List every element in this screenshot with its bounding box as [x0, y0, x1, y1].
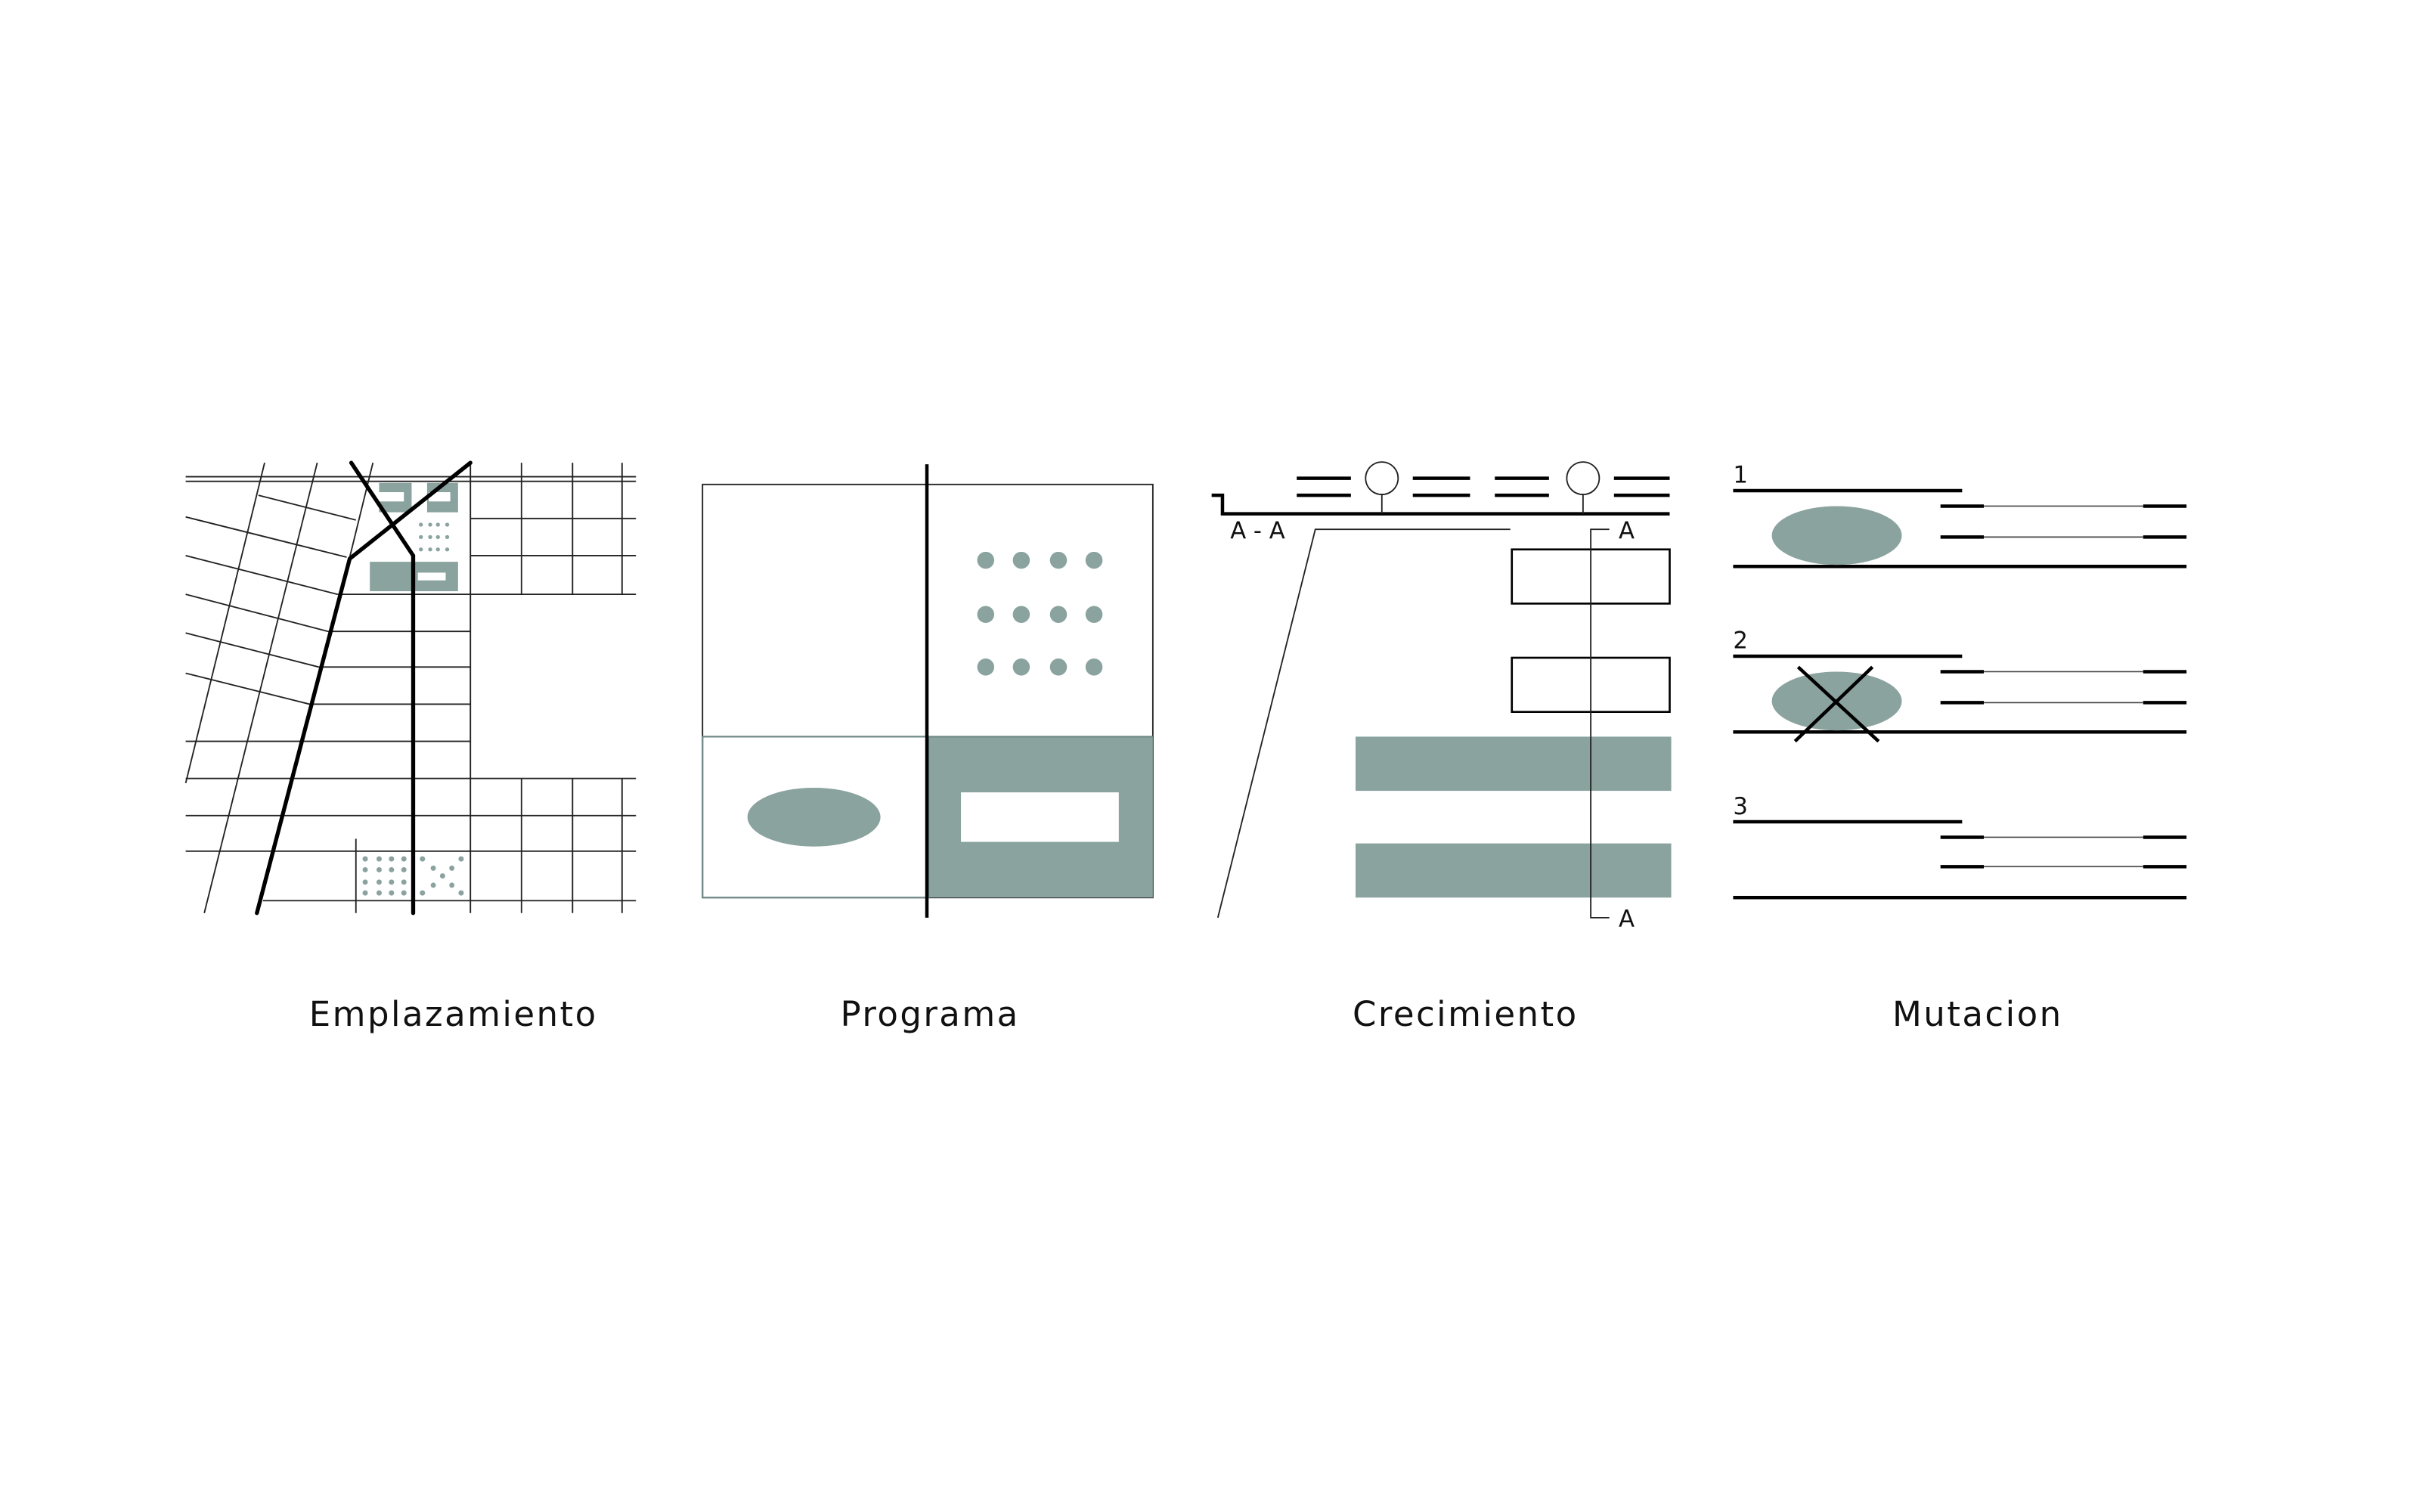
dot: [376, 879, 382, 885]
dot-grid: [977, 551, 1103, 676]
trees: [1365, 461, 1601, 514]
dot: [977, 658, 995, 676]
step-number: 2: [1733, 628, 1748, 655]
mutacion-diagram: 1 2 3 Mutacion: [1733, 463, 2187, 1034]
cross-out-icon: [1793, 665, 1880, 743]
emplazamiento-diagram: Emplazamiento: [184, 460, 637, 1034]
label-emplazamiento: Emplazamiento: [309, 994, 598, 1034]
dot: [401, 890, 407, 896]
dot: [1049, 606, 1068, 623]
dot: [419, 547, 423, 552]
dot: [1049, 658, 1068, 676]
dot: [445, 534, 450, 540]
mutation-step: [1733, 488, 2187, 569]
dot: [1049, 551, 1068, 569]
dot: [458, 890, 464, 896]
dot: [435, 522, 440, 527]
dot: [401, 879, 407, 885]
dot: [458, 856, 464, 862]
dot-pattern-bottom: [362, 856, 464, 896]
dot: [1085, 658, 1103, 676]
dot: [430, 865, 436, 871]
dot: [389, 866, 395, 872]
dot: [439, 873, 445, 879]
dot: [419, 534, 423, 540]
dot: [420, 890, 426, 896]
mutation-step: [1733, 654, 2187, 734]
program-ellipse: [1771, 506, 1902, 565]
label-mutacion: Mutacion: [1892, 994, 2063, 1034]
dot: [401, 856, 407, 862]
step-number: 1: [1733, 463, 1748, 489]
main-roads: [255, 460, 473, 916]
section-mark-bottom: A: [1619, 906, 1635, 933]
dot: [362, 866, 368, 872]
label-crecimiento: Crecimiento: [1353, 994, 1579, 1034]
dot: [389, 890, 395, 896]
dot: [1012, 658, 1030, 676]
road-dashes: [1297, 476, 1670, 497]
dot: [1012, 606, 1030, 623]
mutation-step: [1733, 820, 2187, 900]
dot-pattern-top: [419, 522, 450, 552]
dot: [428, 547, 432, 552]
dot: [449, 865, 455, 871]
dot: [376, 866, 382, 872]
programa-diagram: Programa: [702, 464, 1154, 1034]
dot: [362, 856, 368, 862]
dot: [428, 534, 432, 540]
dot: [435, 547, 440, 552]
dot: [445, 547, 450, 552]
section-mark-top: A: [1619, 518, 1635, 544]
dot: [1012, 551, 1030, 569]
step-number: 3: [1733, 794, 1748, 820]
dot: [401, 866, 407, 872]
street-grid: [184, 462, 637, 913]
dot: [362, 890, 368, 896]
dot: [389, 856, 395, 862]
dot: [977, 606, 995, 623]
dot: [445, 522, 450, 527]
dot: [420, 856, 426, 862]
dot: [449, 882, 455, 888]
dot: [419, 522, 423, 527]
dot: [430, 882, 436, 888]
section-label: A - A: [1230, 518, 1285, 544]
dot: [435, 534, 440, 540]
dot: [428, 522, 432, 527]
dot: [376, 890, 382, 896]
crecimiento-diagram: A - A A A Crecimiento: [1211, 461, 1672, 1034]
dot: [389, 879, 395, 885]
label-programa: Programa: [841, 994, 1020, 1034]
dot: [1085, 551, 1103, 569]
dot: [362, 879, 368, 885]
dot: [1085, 606, 1103, 623]
dot: [376, 856, 382, 862]
dot: [977, 551, 995, 569]
